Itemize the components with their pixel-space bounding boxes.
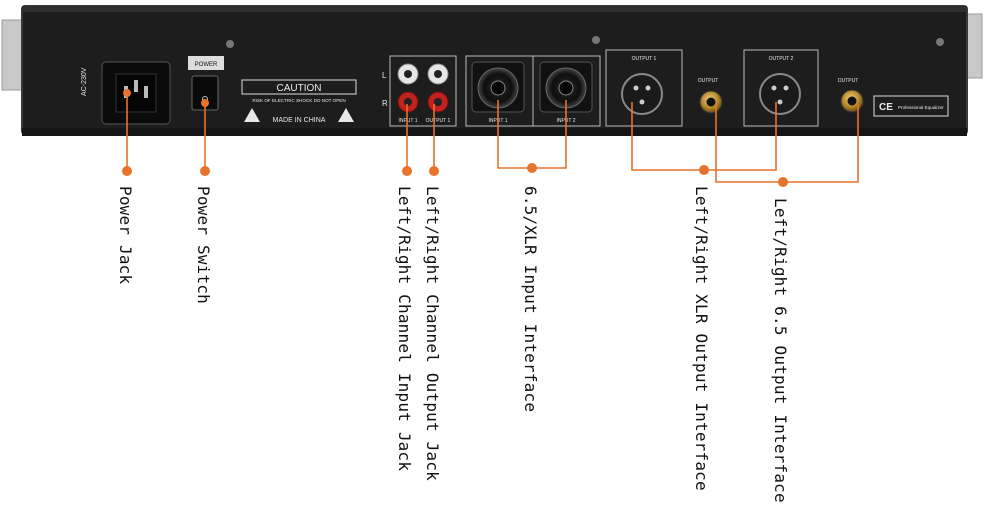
screw [226,40,234,48]
xlr-output-1-pin [639,99,645,105]
callout-power-jack: Power Jack [116,186,135,285]
jack-output-2-core [847,96,857,106]
leader-dot [123,89,131,97]
callout-power-switch: Power Switch [194,186,213,304]
power-switch-plate [188,56,224,70]
xlr-output-1 [621,73,663,115]
leader-dot [200,166,210,176]
rca-output-label: OUTPUT 1 [426,118,451,124]
combo-input-2-core [558,80,574,96]
callout-rca-input: Left/Right Channel Input Jack [395,186,414,472]
warning-triangle-icon [244,108,260,122]
jack-output-1-core [706,97,716,107]
leader-lines [126,94,859,183]
power-jack-pin [134,80,138,92]
leader-dots [122,89,788,187]
rca-input-right-core [404,98,412,106]
rca-section-frame [389,55,457,127]
rca-output-left-core [434,70,442,78]
made-in-label: MADE IN CHINA [273,117,326,124]
chassis-bottom-edge [22,128,967,136]
rack-ear-left [1,19,25,91]
output1-label: OUTPUT 1 [632,56,657,62]
caution-box [241,79,357,95]
caution-text: RISK OF ELECTRIC SHOCK DO NOT OPEN [252,98,345,103]
leader-dot [402,166,412,176]
jack-output-label-1: OUTPUT [698,78,719,84]
rca-output-right-core [434,98,442,106]
screw [936,38,944,46]
power-jack-pin [144,86,148,98]
ce-mark: CE [879,102,893,113]
jack-output-label-2: OUTPUT [838,78,859,84]
xlr-output-1-pin [633,85,639,91]
xlr-output-2-pin [777,99,783,105]
output2-label: OUTPUT 2 [769,56,794,62]
leader-dot [778,177,788,187]
voltage-label: AC-230V [81,67,88,96]
channel-l-label: L [382,71,387,80]
chassis-top-edge [22,6,967,12]
screw [592,36,600,44]
callout-jack-output: Left/Right 6.5 Output Interface [771,198,790,503]
power-switch-label: POWER [195,62,218,68]
output2-frame [743,49,819,127]
caution-title: CAUTION [277,83,322,94]
ce-badge [873,95,949,117]
channel-r-label: R [382,99,388,108]
ce-text: Professional Equalizer [898,105,944,110]
callout-xlr-input: 6.5/XLR Input Interface [521,186,540,413]
leader-dot [429,166,439,176]
xlr-output-2 [759,73,801,115]
combo-input-1-core [490,80,506,96]
rca-input-label: INPUT 1 [398,118,417,124]
power-jack-inner [115,73,157,113]
leader-dot [699,165,709,175]
warning-triangle-icon [338,108,354,122]
xlr-output-2-pin [783,85,789,91]
leader-dot [122,166,132,176]
rca-input-left-core [404,70,412,78]
callout-xlr-output: Left/Right XLR Output Interface [692,186,711,491]
leader-dot [527,163,537,173]
leader-dot [201,99,209,107]
callout-rca-output: Left/Right Channel Output Jack [423,186,442,481]
xlr-output-1-pin [645,85,651,91]
xlr-output-2-pin [771,85,777,91]
output1-frame [605,49,683,127]
